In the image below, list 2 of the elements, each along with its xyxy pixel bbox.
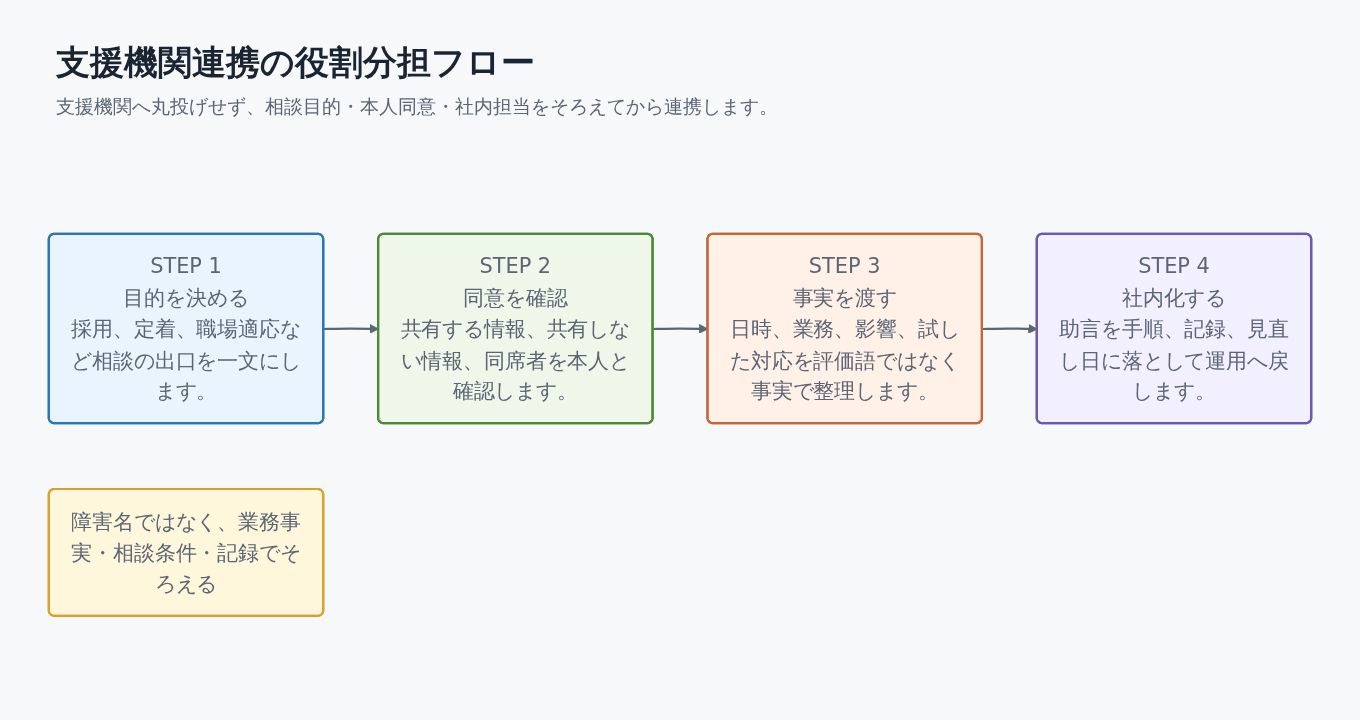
title: 支援機関連携の役割分担フロー bbox=[56, 41, 536, 84]
caption: 支援機関へ丸投げせず、相談目的・本人同意・社内担当をそろえてから連携します。 bbox=[56, 94, 778, 119]
